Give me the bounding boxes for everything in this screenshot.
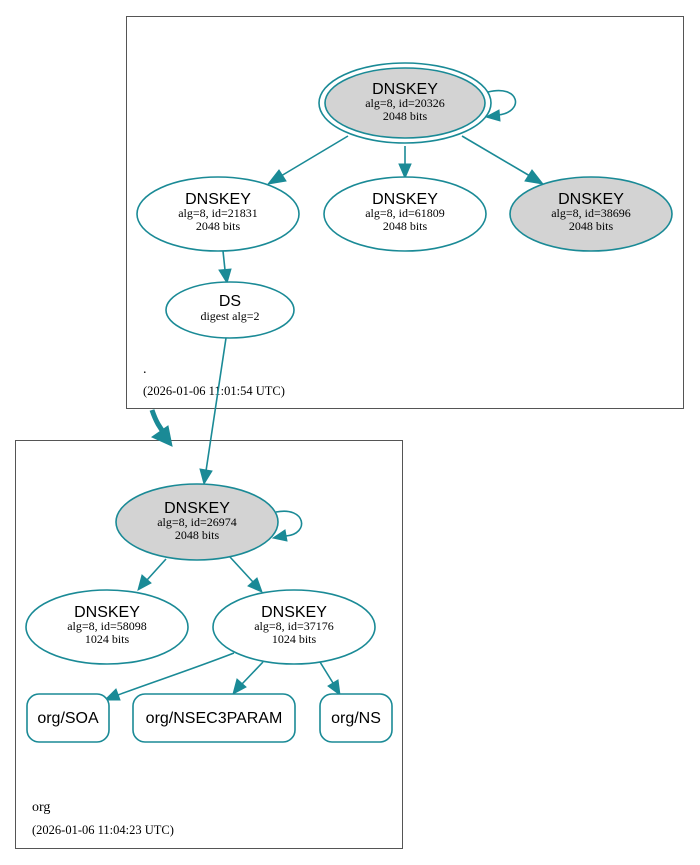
edge-org-ksk-to-58098 <box>146 558 167 581</box>
arrowhead <box>218 268 232 285</box>
node-org-ns: org/NS <box>319 693 393 743</box>
node-shape <box>319 693 393 743</box>
arrowhead <box>271 529 288 542</box>
node-shape <box>212 589 376 665</box>
node-shape <box>25 589 189 665</box>
org-zone-name: org <box>32 800 50 815</box>
node-title: DNSKEY <box>261 604 327 621</box>
root-zone-name: . <box>143 362 147 377</box>
arrowhead <box>266 169 287 185</box>
edges <box>103 89 545 701</box>
node-org-soa: org/SOA <box>26 693 110 743</box>
node-title: DNSKEY <box>185 191 251 208</box>
root-zone-timestamp: (2026-01-06 11:01:54 UTC) <box>143 384 285 398</box>
node-root-zsk-61809: DNSKEY alg=8, id=61809 2048 bits <box>323 176 487 252</box>
node-shape <box>324 67 486 139</box>
edge-org-ksk-self <box>275 510 303 537</box>
node-shape <box>132 693 296 743</box>
node-shape <box>136 176 300 252</box>
node-title: org/SOA <box>37 710 99 727</box>
node-org-zsk-37176: DNSKEY alg=8, id=37176 1024 bits <box>212 589 376 665</box>
arrowhead <box>199 468 213 486</box>
arrowhead <box>524 169 545 185</box>
edge-root-ksk-to-38696 <box>461 135 531 177</box>
node-shape <box>165 281 295 339</box>
node-alg-id: alg=8, id=26974 <box>157 515 237 529</box>
node-bits: 1024 bits <box>272 632 317 646</box>
node-bits: 2048 bits <box>569 219 614 233</box>
node-shape <box>509 176 673 252</box>
edge-org-ksk-to-37176 <box>229 556 254 583</box>
node-alg-id: alg=8, id=37176 <box>254 619 334 633</box>
arrowhead <box>247 577 263 593</box>
node-ds: DS digest alg=2 <box>165 281 295 339</box>
node-root-ksk: DNSKEY alg=8, id=20326 2048 bits <box>318 62 492 144</box>
node-bits: 2048 bits <box>196 219 241 233</box>
node-alg-id: alg=8, id=61809 <box>365 206 445 220</box>
edge-root-ksk-self <box>487 89 517 116</box>
node-shape <box>115 483 279 561</box>
node-org-nsec3param: org/NSEC3PARAM <box>132 693 296 743</box>
node-shape <box>26 693 110 743</box>
node-title: DS <box>219 293 241 310</box>
node-title: DNSKEY <box>74 604 140 621</box>
arrowhead <box>103 688 121 701</box>
edge-37176-to-ns <box>319 661 334 684</box>
node-title: org/NSEC3PARAM <box>146 710 283 727</box>
arrowhead <box>150 425 173 447</box>
org-zone-timestamp: (2026-01-06 11:04:23 UTC) <box>32 823 174 837</box>
arrowhead <box>137 574 152 591</box>
node-bits: 2048 bits <box>175 528 220 542</box>
node-org-ksk: DNSKEY alg=8, id=26974 2048 bits <box>115 483 279 561</box>
node-bits: 1024 bits <box>85 632 130 646</box>
root-zone-box <box>126 16 684 409</box>
node-title: DNSKEY <box>372 81 438 98</box>
node-alg-id: alg=8, id=20326 <box>365 96 445 110</box>
arrowhead <box>398 163 412 180</box>
node-title: DNSKEY <box>372 191 438 208</box>
edge-root-ksk-to-21831 <box>280 135 349 177</box>
edge-37176-to-soa <box>117 652 235 696</box>
edge-21831-to-ds <box>222 250 226 271</box>
node-title: DNSKEY <box>558 191 624 208</box>
arrowhead <box>484 109 501 122</box>
node-bits: 2048 bits <box>383 109 428 123</box>
node-bits: 2048 bits <box>383 219 428 233</box>
arrowhead <box>232 678 247 695</box>
node-root-key-38696: DNSKEY alg=8, id=38696 2048 bits <box>509 176 673 252</box>
edge-ds-to-org-ksk <box>205 337 227 472</box>
node-alg-id: alg=8, id=21831 <box>178 206 258 220</box>
edge-37176-to-nsec3param <box>241 661 264 685</box>
node-title: DNSKEY <box>164 500 230 517</box>
node-digest: digest alg=2 <box>200 309 259 323</box>
node-shape <box>323 176 487 252</box>
node-alg-id: alg=8, id=38696 <box>551 206 631 220</box>
node-org-zsk-58098: DNSKEY alg=8, id=58098 1024 bits <box>25 589 189 665</box>
node-alg-id: alg=8, id=58098 <box>67 619 147 633</box>
node-title: org/NS <box>331 710 381 727</box>
org-zone-box <box>15 440 403 849</box>
node-root-zsk-21831: DNSKEY alg=8, id=21831 2048 bits <box>136 176 300 252</box>
arrowhead <box>327 679 341 697</box>
